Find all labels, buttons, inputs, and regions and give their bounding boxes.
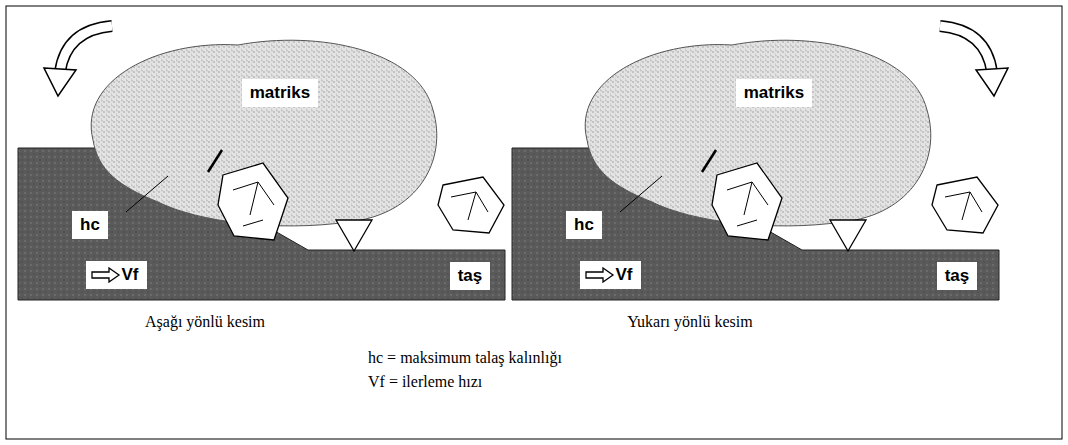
feed-label: Vf — [580, 261, 641, 289]
label-text: Vf — [122, 265, 139, 284]
label-text: Vf — [616, 265, 633, 284]
material-label: taş — [937, 262, 978, 290]
label-text: hc — [574, 215, 594, 234]
feed-arrow — [91, 267, 121, 283]
feed-arrow — [585, 267, 615, 283]
legend-note: Vf = ilerleme hızı — [368, 373, 482, 391]
part-label: hc — [72, 211, 108, 239]
material-label: taş — [450, 262, 491, 290]
caption: Yukarı yönlü kesim — [627, 313, 752, 331]
label-text: matriks — [744, 83, 804, 102]
part-label: hc — [566, 211, 602, 239]
feed-label: Vf — [86, 261, 147, 289]
part-label: matriks — [242, 79, 318, 107]
caption: Aşağı yönlü kesim — [145, 313, 265, 331]
part-label: matriks — [736, 79, 812, 107]
stone-slab: taş hcVf — [18, 148, 505, 300]
label-text: hc — [80, 215, 100, 234]
legend-note: hc = maksimum talaş kalınlığı — [368, 349, 562, 367]
label-text: matriks — [250, 83, 310, 102]
stone-slab: taş hcVf — [512, 148, 999, 300]
